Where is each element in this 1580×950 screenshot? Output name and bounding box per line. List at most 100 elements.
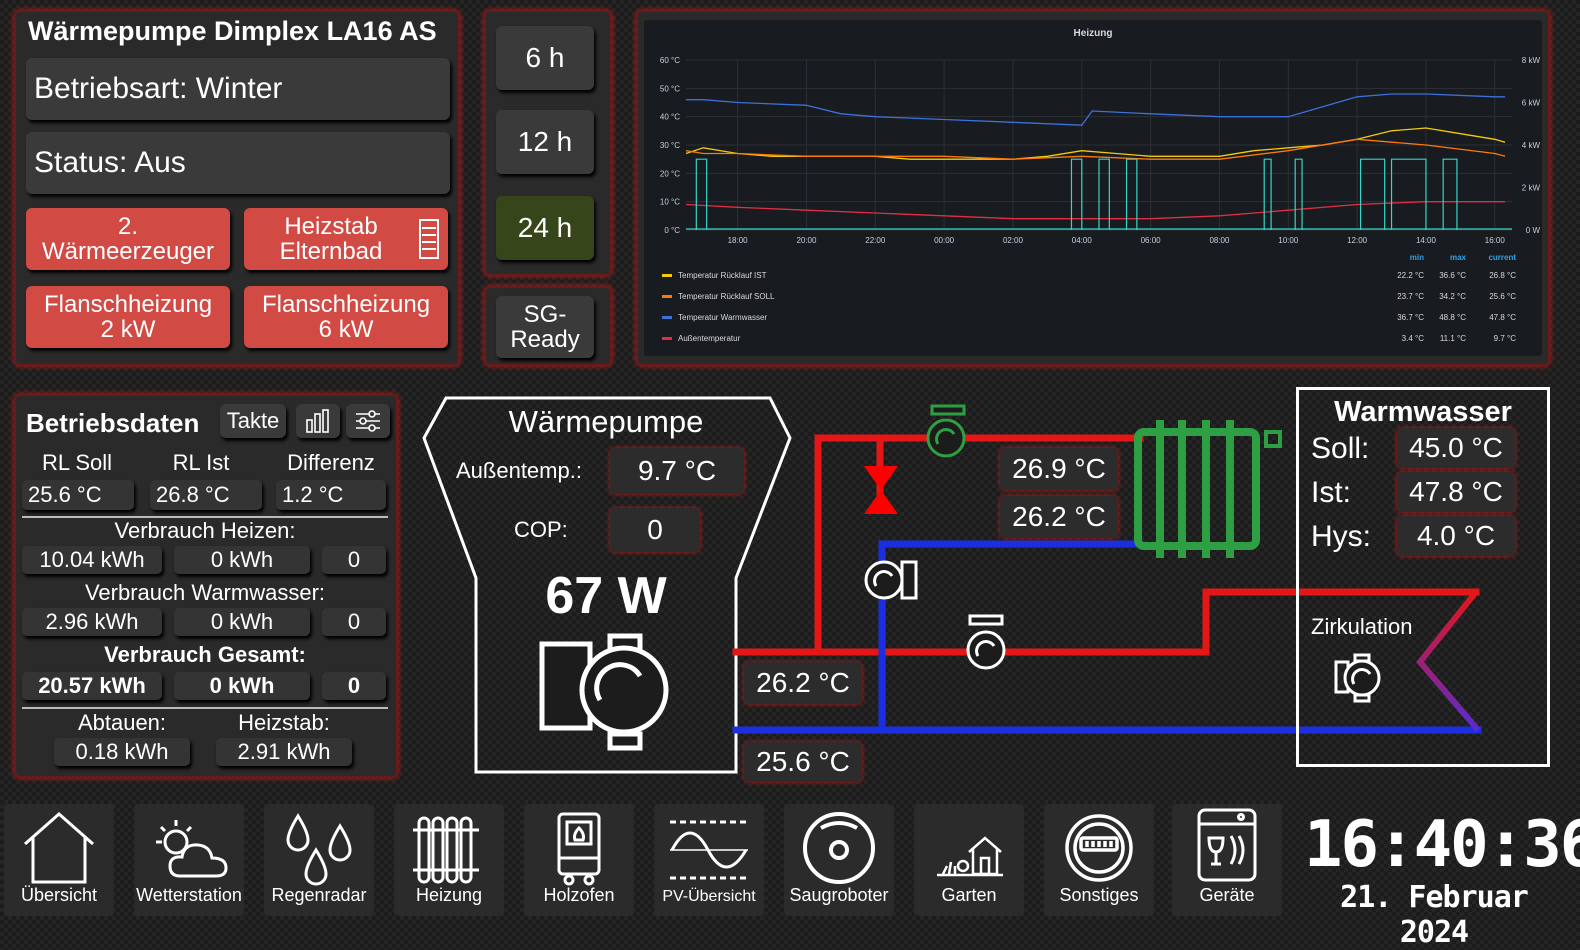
ist-value: 47.8 °C bbox=[1397, 472, 1515, 512]
divider bbox=[22, 707, 388, 709]
heizung-chart: Heizung 60 °C50 °C40 °C30 °C20 °C10 °C0 … bbox=[660, 28, 1541, 343]
y-right-tick-label: 8 kW bbox=[1522, 56, 1541, 65]
y-tick-label: 40 °C bbox=[660, 113, 680, 122]
sun-cloud-icon bbox=[156, 820, 228, 878]
panel-title: Wärmepumpe Dimplex LA16 AS bbox=[28, 16, 437, 46]
x-tick-label: 04:00 bbox=[1072, 236, 1093, 245]
rl-ist-value: 26.8 °C bbox=[150, 480, 262, 510]
nav-label: Heizung bbox=[415, 885, 483, 905]
range-6h-button[interactable]: 6 h bbox=[496, 26, 594, 90]
sine-wave-icon bbox=[670, 820, 748, 880]
nav-sonstiges[interactable]: Sonstiges bbox=[1044, 804, 1154, 916]
nav-label: Garten bbox=[941, 885, 997, 905]
zirkulation-label: Zirkulation bbox=[1311, 614, 1413, 639]
clock-date: 21. Februar 2024 bbox=[1340, 880, 1529, 950]
nav-regenradar[interactable]: Regenradar bbox=[264, 804, 374, 916]
mode-button[interactable]: Betriebsart: Winter bbox=[26, 58, 450, 120]
house-icon bbox=[24, 811, 94, 884]
betriebsdaten-title: Betriebsdaten bbox=[26, 408, 200, 438]
x-tick-label: 14:00 bbox=[1416, 236, 1437, 245]
legend-max: 11.1 °C bbox=[1440, 334, 1466, 343]
abtauen-label: Abtauen: bbox=[77, 710, 167, 735]
gesamt-today: 0 kWh bbox=[174, 672, 310, 700]
heatpump-power: 67 W bbox=[545, 567, 667, 625]
settings-button[interactable] bbox=[346, 404, 390, 438]
cold-pipe-return bbox=[878, 540, 1144, 734]
x-tick-label: 18:00 bbox=[728, 236, 749, 245]
nav-pv-uebersicht[interactable]: PV-Übersicht bbox=[654, 804, 764, 916]
rl-soll-value: 25.6 °C bbox=[22, 480, 134, 510]
legend-series-name: Außentemperatur bbox=[678, 334, 741, 343]
legend-header: current bbox=[1488, 253, 1516, 262]
series-line bbox=[686, 93, 1506, 126]
nav-label: Holzofen bbox=[543, 885, 615, 905]
second-heat-generator-button[interactable]: 2. Wärmeerzeuger bbox=[26, 208, 230, 270]
timerange-panel: 6 h 12 h 24 h bbox=[484, 10, 612, 276]
raindrops-icon bbox=[286, 813, 352, 886]
nav-uebersicht[interactable]: Übersicht bbox=[4, 804, 114, 916]
legend-max: 48.8 °C bbox=[1439, 313, 1466, 322]
heatpump-housing bbox=[422, 396, 792, 774]
warmwasser-title: Warmwasser bbox=[1334, 396, 1512, 428]
storage-coil bbox=[1416, 590, 1481, 732]
legend-swatch bbox=[662, 337, 672, 340]
sg-ready-button[interactable]: SG-Ready bbox=[496, 296, 594, 358]
nav-wetterstation[interactable]: Wetterstation bbox=[134, 804, 244, 916]
rl-ist-label: RL Ist bbox=[172, 450, 230, 475]
heatpump-panel: Wärmepumpe Dimplex LA16 AS Betriebsart: … bbox=[14, 10, 460, 366]
series-line bbox=[685, 201, 1506, 220]
takte-button[interactable]: Takte bbox=[220, 404, 286, 438]
range-24h-button[interactable]: 24 h bbox=[496, 196, 594, 260]
heizen-count: 0 bbox=[322, 546, 386, 574]
flange-heater-6kw-button[interactable]: Flanschheizung 6 kW bbox=[244, 286, 448, 348]
power-pulse bbox=[1442, 158, 1458, 230]
x-tick-label: 10:00 bbox=[1278, 236, 1299, 245]
heizstab-label: Heizstab: bbox=[238, 710, 330, 735]
nav-label: Wetterstation bbox=[136, 885, 242, 905]
hys-value: 4.0 °C bbox=[1397, 516, 1515, 556]
heating-rod-label: Heizstab Elternbad bbox=[279, 212, 383, 265]
power-pulse bbox=[1263, 158, 1272, 230]
x-tick-label: 00:00 bbox=[934, 236, 955, 245]
x-tick-label: 06:00 bbox=[1141, 236, 1162, 245]
nav-heizung[interactable]: Heizung bbox=[394, 804, 504, 916]
ww-count: 0 bbox=[322, 608, 386, 636]
differenz-value: 1.2 °C bbox=[276, 480, 386, 510]
circulation-pump-icon[interactable] bbox=[1333, 652, 1389, 704]
heating-rod-button[interactable]: Heizstab Elternbad bbox=[244, 208, 448, 270]
robot-vacuum-icon bbox=[803, 812, 875, 884]
heatpump-pump-icon bbox=[539, 633, 669, 751]
range-12h-button[interactable]: 12 h bbox=[496, 110, 594, 174]
legend-series-name: Temperatur Rücklauf SOLL bbox=[678, 292, 775, 301]
x-tick-label: 16:00 bbox=[1485, 236, 1506, 245]
nav-garten[interactable]: Garten bbox=[914, 804, 1024, 916]
y-tick-label: 50 °C bbox=[660, 84, 680, 93]
flange-heater-2kw-button[interactable]: Flanschheizung 2 kW bbox=[26, 286, 230, 348]
legend-header: min bbox=[1410, 253, 1424, 262]
legend-swatch bbox=[662, 295, 672, 298]
y-right-tick-label: 0 W bbox=[1526, 226, 1541, 235]
heizen-label: Verbrauch Heizen: bbox=[114, 518, 296, 543]
nav-geraete[interactable]: Geräte bbox=[1172, 804, 1282, 916]
x-tick-label: 08:00 bbox=[1209, 236, 1230, 245]
power-pulse bbox=[1390, 158, 1427, 230]
y-tick-label: 30 °C bbox=[660, 141, 680, 150]
legend-swatch bbox=[662, 274, 672, 277]
y-right-tick-label: 6 kW bbox=[1522, 99, 1541, 108]
nav-saugroboter[interactable]: Saugroboter bbox=[784, 804, 894, 916]
status-button[interactable]: Status: Aus bbox=[26, 132, 450, 194]
legend-max: 36.6 °C bbox=[1439, 271, 1466, 280]
chart-button[interactable] bbox=[296, 404, 340, 438]
x-tick-label: 12:00 bbox=[1347, 236, 1368, 245]
radiator-vent bbox=[1264, 430, 1282, 448]
outside-temp-value: 9.7 °C bbox=[610, 448, 744, 494]
heating-circuit-pump-icon bbox=[926, 404, 966, 458]
power-pulse bbox=[1070, 158, 1083, 230]
sliders-icon bbox=[356, 410, 380, 432]
heatpump-title: Wärmepumpe bbox=[508, 404, 704, 439]
gesamt-count: 0 bbox=[322, 672, 386, 700]
nav-holzofen[interactable]: Holzofen bbox=[524, 804, 634, 916]
differenz-label: Differenz bbox=[287, 450, 375, 475]
bar-chart-icon bbox=[306, 409, 329, 433]
